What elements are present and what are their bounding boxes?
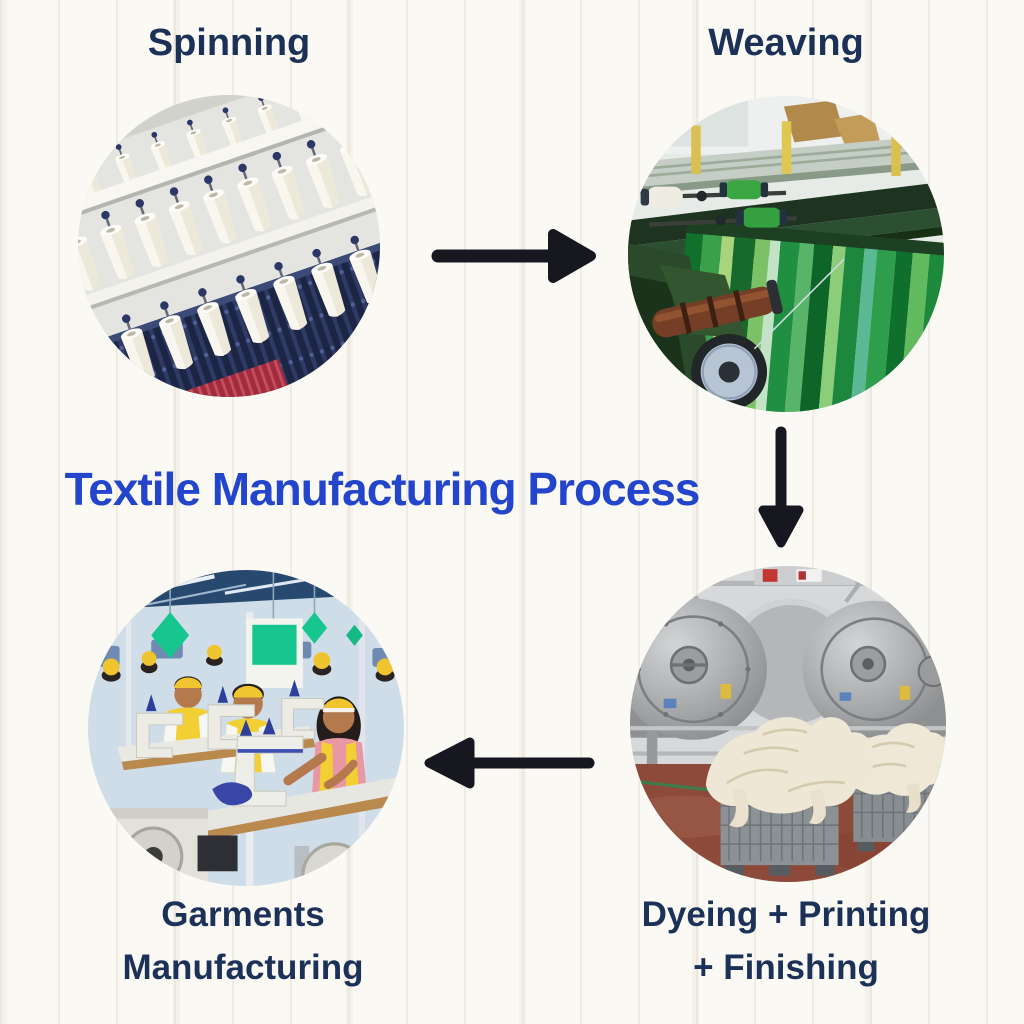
weaving-label: Weaving — [708, 22, 864, 64]
spinning-photo-circle — [78, 95, 380, 397]
dyeing-machines-image — [630, 566, 946, 882]
weaving-photo-circle — [628, 96, 944, 412]
spinning-frame-yarn-cones-image — [78, 95, 380, 397]
garments-label-line2: Manufacturing — [122, 948, 364, 987]
dyeing-label-line2: + Finishing — [693, 948, 879, 987]
garments-label: Garments Manufacturing — [78, 888, 408, 994]
dyeing-label-line1: Dyeing + Printing — [641, 895, 931, 934]
garments-photo-circle — [88, 570, 404, 886]
sewing-factory-image — [88, 570, 404, 886]
arrow-spinning-to-weaving-icon — [431, 229, 596, 283]
arrow-weaving-to-dyeing-icon — [758, 426, 804, 548]
dyeing-label: Dyeing + Printing + Finishing — [614, 888, 958, 994]
dyeing-photo-circle — [630, 566, 946, 882]
diagram-title: Textile Manufacturing Process — [64, 463, 701, 515]
loom-green-fabric-image — [628, 96, 944, 412]
garments-label-line1: Garments — [161, 895, 325, 934]
spinning-label: Spinning — [147, 22, 311, 64]
arrow-dyeing-to-garments-icon — [424, 737, 595, 789]
